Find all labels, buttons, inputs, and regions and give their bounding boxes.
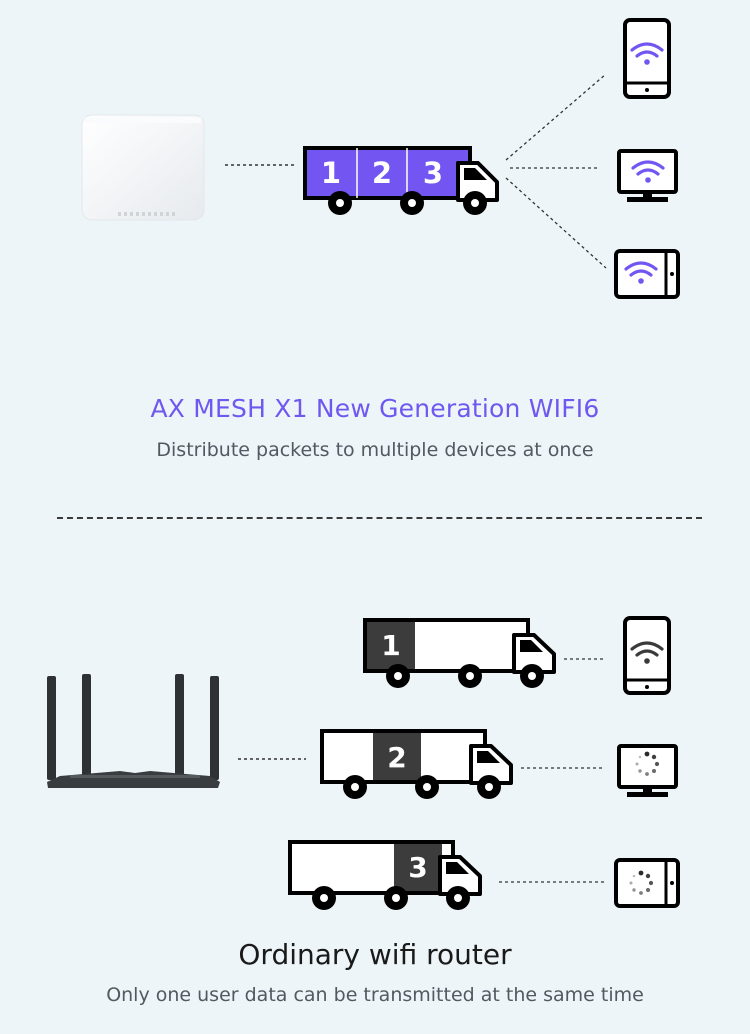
mesh-truck-icon (303, 146, 499, 215)
loading-spinner-icon (635, 751, 660, 776)
ordinary-truck-1-icon (363, 618, 556, 688)
smartphone-wifi-icon (623, 616, 671, 695)
ordinary-subtitle: Only one user data can be transmitted at… (106, 984, 644, 1006)
monitor-wifi-icon (617, 149, 678, 202)
loading-spinner-icon (629, 870, 654, 895)
ordinary-packet-1-label: 1 (381, 629, 400, 662)
ordinary-truck-3-icon (288, 840, 482, 910)
smartphone-wifi-icon (623, 18, 671, 99)
tablet-loading-icon (614, 858, 680, 908)
mesh-fanout-lines (505, 73, 607, 269)
mesh-subtitle: Distribute packets to multiple devices a… (156, 439, 594, 461)
monitor-loading-icon (617, 744, 678, 797)
mesh-packet-1-label: 1 (321, 156, 341, 190)
mesh-packet-2-label: 2 (372, 156, 392, 190)
ordinary-packet-3-label: 3 (408, 851, 427, 884)
mesh-title: AX MESH X1 New Generation WIFI6 (150, 394, 600, 423)
ordinary-truck-2-icon (320, 729, 513, 799)
ordinary-packet-2-label: 2 (387, 741, 406, 774)
tablet-wifi-icon (614, 249, 680, 299)
section-divider (57, 517, 702, 519)
ordinary-title: Ordinary wifi router (238, 938, 512, 971)
ordinary-router-icon (47, 674, 220, 788)
mesh-packet-3-label: 3 (423, 156, 443, 190)
mesh-router-icon (81, 114, 205, 221)
